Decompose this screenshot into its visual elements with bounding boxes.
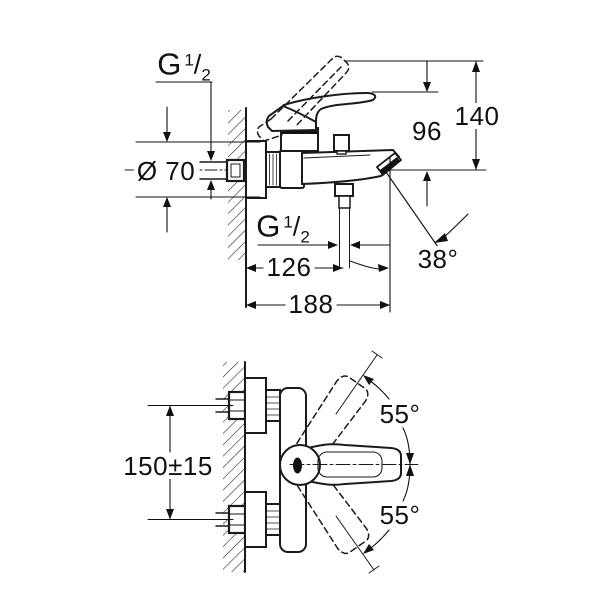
- dim-label-angle-55-down: 55°: [376, 502, 424, 528]
- faucet-body: [279, 149, 305, 189]
- angle-reference-lines: [335, 350, 383, 574]
- s-union-connection: [199, 158, 246, 183]
- dim-label-140: 140: [451, 103, 503, 129]
- union-nut: [265, 151, 281, 188]
- top-view: [124, 55, 487, 313]
- dim-angle-55-down: [363, 464, 414, 554]
- dim-label-96: 96: [412, 116, 442, 146]
- dim-label-150: 150±15: [120, 453, 216, 479]
- dim-label-diameter: Ø 70: [133, 158, 199, 184]
- cartridge-cap-band: [282, 129, 317, 134]
- dim-diameter-70: [135, 106, 261, 233]
- diverter-knob: [333, 134, 350, 155]
- dim-96: [423, 60, 431, 207]
- connection-top: [215, 377, 281, 434]
- spout-inner-line: [303, 154, 371, 159]
- dim-angle-38: [349, 171, 469, 272]
- dim-thread-bottom: [257, 241, 390, 249]
- wall-hatching: [228, 110, 246, 260]
- dimensions-bottom: [147, 375, 414, 554]
- escutcheon: [245, 140, 267, 199]
- dim-label-126: 126: [263, 254, 315, 280]
- dim-label-angle-55-up: 55°: [376, 401, 424, 427]
- dim-thread-top: [155, 81, 215, 200]
- dim-angle-55-up: [363, 375, 414, 465]
- dim-label-188: 188: [285, 291, 337, 317]
- connection-bottom: [215, 491, 281, 548]
- lever-hub-hole: [293, 457, 302, 474]
- bottom-view: [147, 350, 419, 574]
- dim-label-angle-38: 38°: [414, 246, 462, 272]
- dimensions-top: [135, 60, 484, 313]
- dim-150: [147, 404, 234, 521]
- shower-outlet: [334, 183, 354, 269]
